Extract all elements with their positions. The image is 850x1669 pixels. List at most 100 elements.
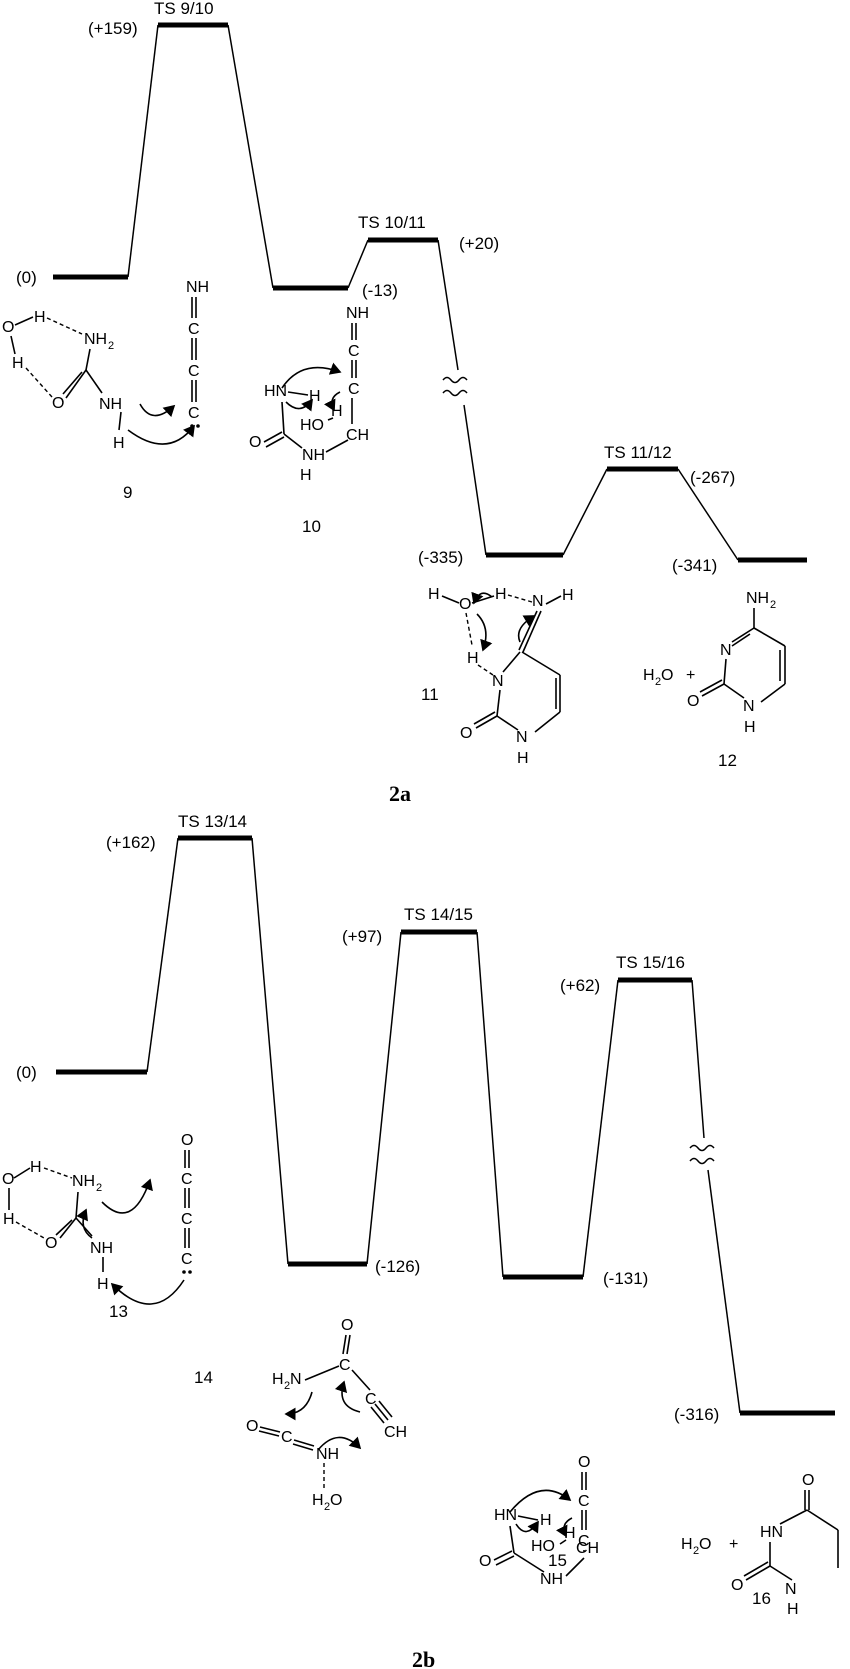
svg-text:C: C xyxy=(578,1533,590,1550)
svg-text:NH: NH xyxy=(746,590,769,607)
svg-text:O: O xyxy=(661,667,673,684)
species-label-12: 12 xyxy=(718,751,737,770)
svg-text:HO: HO xyxy=(300,417,324,434)
svg-text:O: O xyxy=(2,1171,14,1188)
svg-text:H: H xyxy=(467,650,479,667)
svg-text:N: N xyxy=(532,593,544,610)
energy-profile-2b: (0) (+162) (+97) (+62) (-126) (-131) (-3… xyxy=(16,812,835,1669)
svg-text:+: + xyxy=(686,667,695,684)
svg-text:N: N xyxy=(720,642,732,659)
svg-text:CH: CH xyxy=(384,1424,407,1441)
svg-text:2: 2 xyxy=(693,1545,699,1557)
species-label-9: 9 xyxy=(123,483,132,502)
svg-text:H: H xyxy=(744,719,756,736)
svg-text:N: N xyxy=(743,698,755,715)
svg-text:H: H xyxy=(643,667,655,684)
svg-text:H: H xyxy=(34,309,46,326)
svg-text:NH: NH xyxy=(302,447,325,464)
svg-text:NH: NH xyxy=(72,1173,95,1190)
connectors-2b xyxy=(146,837,741,1414)
svg-text:2: 2 xyxy=(655,676,661,688)
svg-text:N: N xyxy=(516,729,528,746)
svg-text:N: N xyxy=(785,1581,797,1598)
ts-label-9-10: TS 9/10 xyxy=(154,0,214,18)
svg-text:O: O xyxy=(249,434,261,451)
svg-text:2: 2 xyxy=(770,599,776,611)
ts-label-13-14: TS 13/14 xyxy=(178,812,247,831)
figure-label-2b: 2b xyxy=(412,1647,435,1669)
svg-text:HN: HN xyxy=(494,1507,517,1524)
energy-start-2b: (0) xyxy=(16,1063,37,1082)
svg-text:CH: CH xyxy=(576,1540,599,1557)
svg-text:H: H xyxy=(30,1159,42,1176)
svg-text:C: C xyxy=(365,1391,377,1408)
species-label-16: 16 xyxy=(752,1589,771,1608)
energy-start-2a: (0) xyxy=(16,268,37,287)
svg-text:O: O xyxy=(699,1536,711,1553)
energy-profile-2a: (0) (+159) (-13) (+20) (-335) (-267) (-3… xyxy=(16,0,807,806)
svg-text:2: 2 xyxy=(284,1380,290,1392)
molecule-10-structure: NH C C CH HN H H HO O NH H xyxy=(249,305,369,484)
energy-ts9-10: (+159) xyxy=(88,19,138,38)
svg-text:H: H xyxy=(495,586,507,603)
energy-int10: (-13) xyxy=(362,281,398,300)
svg-text:C: C xyxy=(181,1171,193,1188)
svg-text:O: O xyxy=(802,1472,814,1489)
energy-ts13-14: (+162) xyxy=(106,833,156,852)
connectors-2a xyxy=(127,24,739,561)
molecule-11-structure: H O H N H H N O N H xyxy=(428,586,574,767)
svg-text:H: H xyxy=(97,1276,109,1293)
svg-text:O: O xyxy=(330,1492,342,1509)
species-label-15: 15 xyxy=(548,1551,567,1570)
svg-text:NH: NH xyxy=(84,331,107,348)
ts-label-10-11: TS 10/11 xyxy=(358,213,426,232)
svg-text:HN: HN xyxy=(760,1524,783,1541)
svg-text:O: O xyxy=(246,1418,258,1435)
svg-text:O: O xyxy=(181,1132,193,1149)
svg-text:C: C xyxy=(188,321,200,338)
svg-text:O: O xyxy=(52,395,64,412)
svg-text:O: O xyxy=(45,1235,57,1252)
energy-int14: (-126) xyxy=(375,1257,420,1276)
svg-text:NH: NH xyxy=(346,305,369,322)
svg-text:H: H xyxy=(562,587,574,604)
energy-int12: (-341) xyxy=(672,556,717,575)
energy-ts14-15: (+97) xyxy=(342,927,382,946)
species-label-13: 13 xyxy=(109,1302,128,1321)
svg-text:2: 2 xyxy=(108,340,114,352)
svg-text:+: + xyxy=(729,1536,738,1553)
svg-text:O: O xyxy=(687,693,699,710)
svg-text:2: 2 xyxy=(96,1182,102,1194)
svg-text:H: H xyxy=(564,1525,576,1542)
species-label-11: 11 xyxy=(421,685,439,704)
svg-text:C: C xyxy=(181,1211,193,1228)
svg-text:C: C xyxy=(181,1251,193,1268)
species-label-10: 10 xyxy=(302,517,321,536)
figure-label-2a: 2a xyxy=(389,781,411,806)
energy-ts11-12: (-267) xyxy=(690,468,735,487)
svg-text:H: H xyxy=(681,1536,693,1553)
svg-text:NH: NH xyxy=(186,279,209,296)
energy-int16: (-316) xyxy=(674,1405,719,1424)
svg-text:H: H xyxy=(3,1211,15,1228)
svg-text:C: C xyxy=(348,343,360,360)
svg-text:H: H xyxy=(312,1492,324,1509)
svg-text:C: C xyxy=(188,405,200,422)
svg-text:NH: NH xyxy=(316,1446,339,1463)
svg-text:O: O xyxy=(459,596,471,613)
molecule-15-structure: O C C HN H H HO CH O NH xyxy=(479,1454,599,1588)
energy-int15: (-131) xyxy=(603,1269,648,1288)
ts-label-15-16: TS 15/16 xyxy=(616,953,685,972)
svg-text:O: O xyxy=(578,1454,590,1471)
species-label-14: 14 xyxy=(194,1368,213,1387)
svg-text:C: C xyxy=(281,1429,293,1446)
svg-text:H: H xyxy=(300,467,312,484)
svg-text:H: H xyxy=(12,355,24,372)
svg-text:2: 2 xyxy=(324,1501,330,1513)
axis-break-2b xyxy=(689,1144,715,1165)
